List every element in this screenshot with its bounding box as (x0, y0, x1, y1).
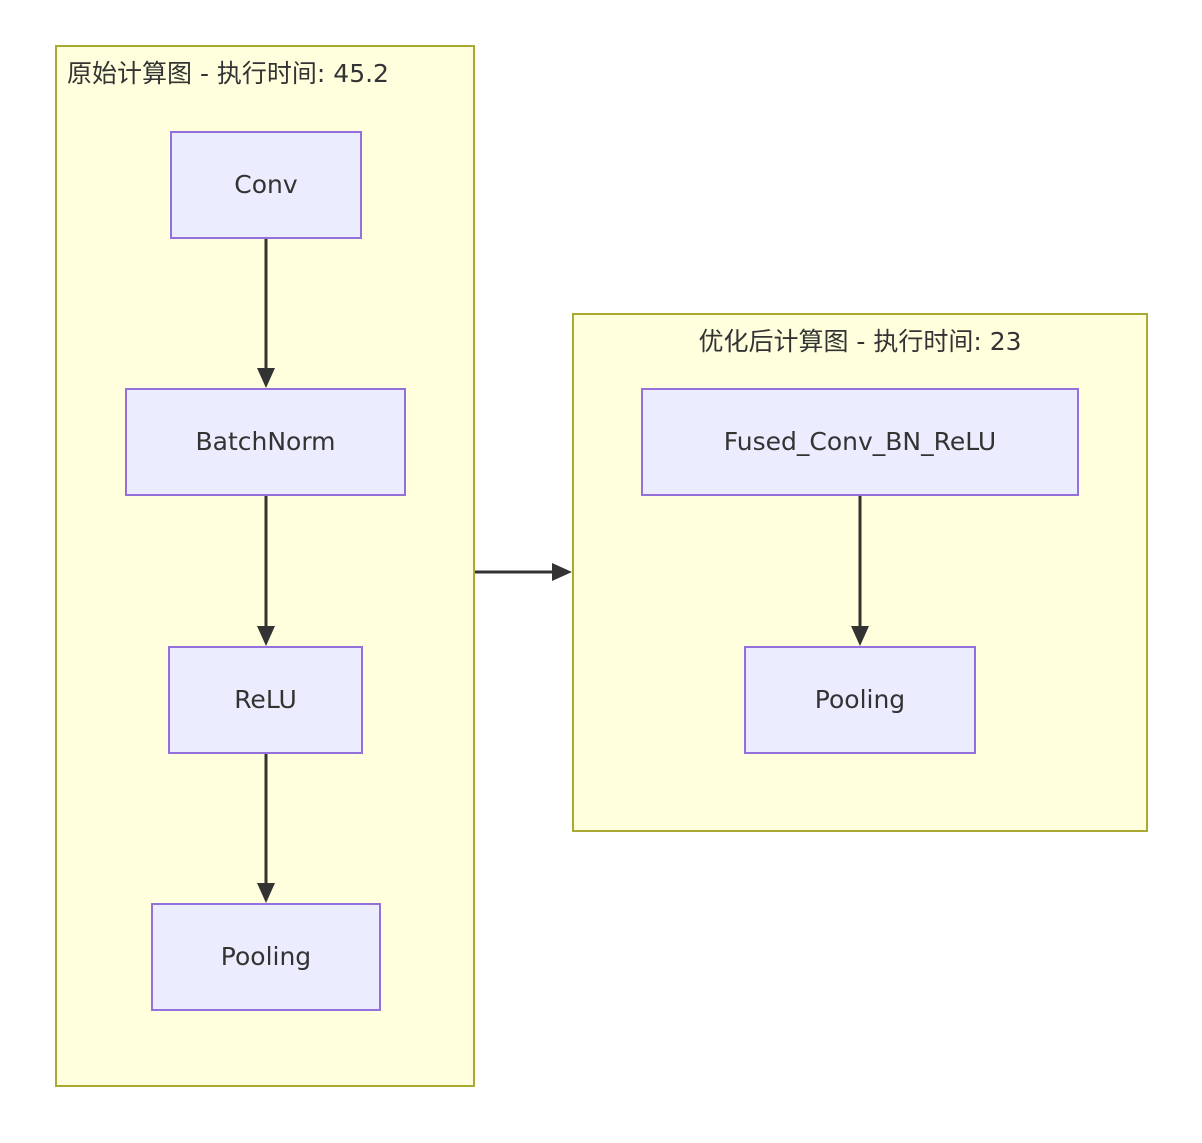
node-batchnorm-label: BatchNorm (195, 427, 336, 456)
node-fused-conv-bn-relu[interactable]: Fused_Conv_BN_ReLU (641, 388, 1079, 496)
node-relu-label: ReLU (234, 685, 297, 714)
subgraph-optimized-title: 优化后计算图 - 执行时间: 23 (698, 327, 1022, 356)
node-pooling-optimized-label: Pooling (814, 685, 906, 714)
edge-original-to-optimized (475, 563, 572, 581)
node-batchnorm[interactable]: BatchNorm (125, 388, 406, 496)
node-fused-conv-bn-relu-label: Fused_Conv_BN_ReLU (723, 427, 997, 456)
node-pooling-original-label: Pooling (220, 942, 312, 971)
node-pooling-original[interactable]: Pooling (151, 903, 381, 1011)
node-pooling-optimized[interactable]: Pooling (744, 646, 976, 754)
subgraph-original-title: 原始计算图 - 执行时间: 45.2 (67, 59, 389, 88)
node-conv[interactable]: Conv (170, 131, 362, 239)
node-relu[interactable]: ReLU (168, 646, 363, 754)
node-conv-label: Conv (234, 170, 298, 199)
